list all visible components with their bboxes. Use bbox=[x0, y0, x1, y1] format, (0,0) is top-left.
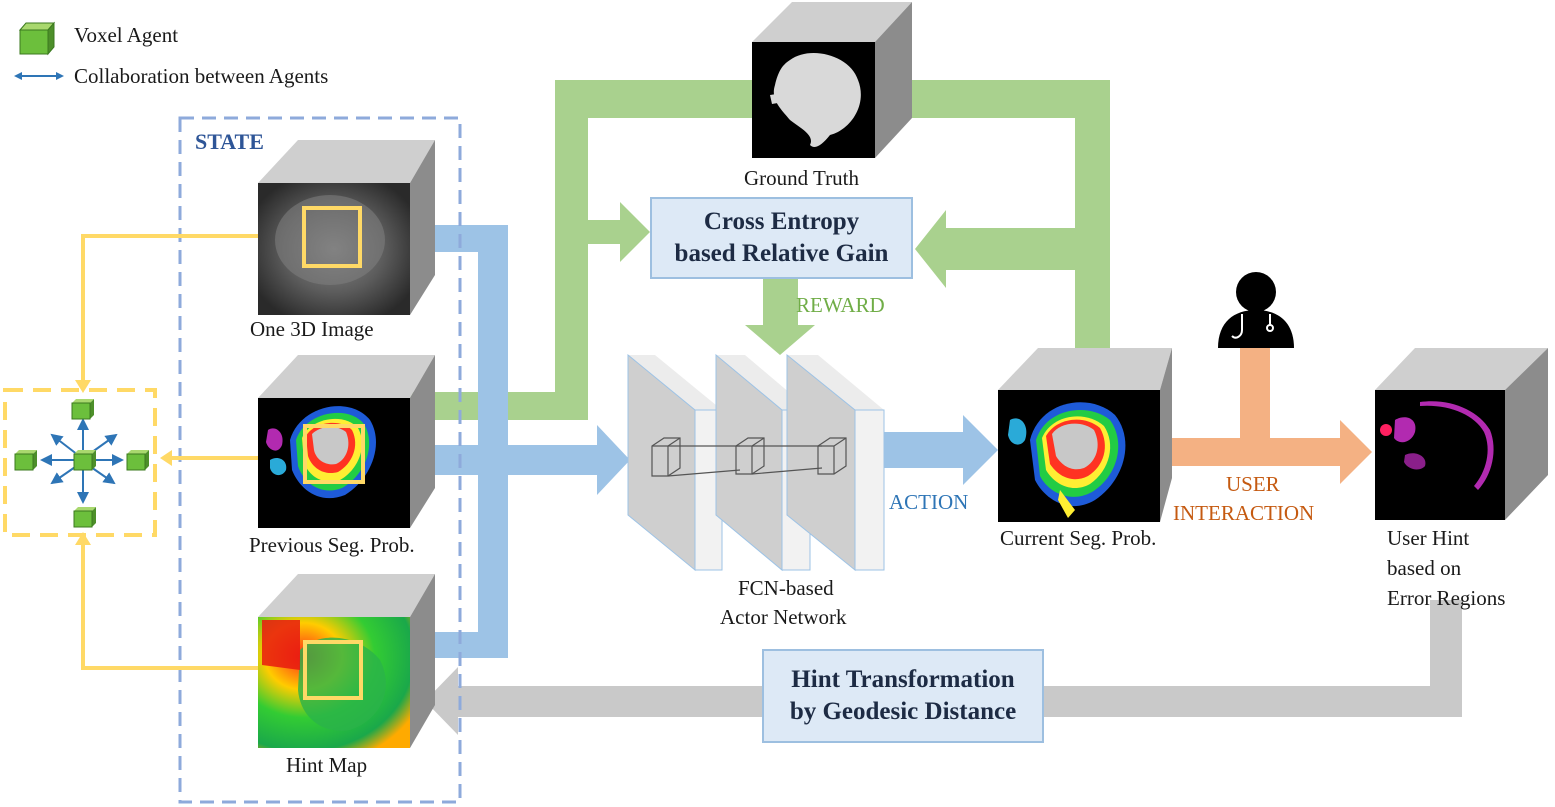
state-title: STATE bbox=[195, 129, 264, 154]
legend-voxel-agent-label: Voxel Agent bbox=[74, 23, 179, 47]
cube-ground-truth bbox=[752, 2, 912, 158]
cube-label-user-hint-line-3: Error Regions bbox=[1387, 586, 1506, 610]
flow-state-blue bbox=[410, 225, 508, 658]
connector-hint-to-agents bbox=[81, 540, 305, 670]
hint-transformation-line-1: Hint Transformation bbox=[791, 665, 1015, 693]
cube-user-hint bbox=[1375, 348, 1548, 520]
hint-transformation-box: Hint Transformation by Geodesic Distance bbox=[762, 649, 1044, 743]
cube-label-previous-seg-prob: Previous Seg. Prob. bbox=[249, 533, 415, 557]
network-label-line-2: Actor Network bbox=[720, 605, 847, 629]
cube-label-current-seg-prob: Current Seg. Prob. bbox=[1000, 526, 1157, 550]
user-interaction-label-line-1: USER bbox=[1226, 472, 1280, 496]
legend-voxel-agent-icon bbox=[18, 21, 56, 56]
flow-hint-transform bbox=[425, 600, 1462, 735]
flow-state-to-network bbox=[508, 425, 630, 495]
cube-previous-seg-prob bbox=[258, 355, 435, 528]
flow-action-arrow bbox=[882, 415, 998, 485]
agent-cube-left bbox=[14, 450, 37, 471]
agent-cube-right bbox=[126, 450, 149, 471]
reward-label: REWARD bbox=[796, 293, 885, 317]
doctor-icon bbox=[1218, 272, 1294, 348]
network-label-line-1: FCN-based bbox=[738, 576, 834, 600]
cube-label-ground-truth: Ground Truth bbox=[744, 166, 859, 190]
reward-function-box: Cross Entropy based Relative Gain bbox=[650, 197, 913, 279]
connector-arrowhead-top bbox=[75, 380, 91, 393]
reward-function-line-2: based Relative Gain bbox=[674, 240, 889, 267]
flow-user-interaction bbox=[1160, 345, 1372, 484]
cube-label-user-hint-line-2: based on bbox=[1387, 556, 1462, 580]
hint-transformation-line-2: by Geodesic Distance bbox=[789, 698, 1017, 725]
connector-arrowhead-mid bbox=[160, 450, 172, 466]
cube-hint-map bbox=[258, 574, 435, 748]
network-layer-1 bbox=[627, 353, 723, 572]
network-layer-3 bbox=[786, 353, 885, 572]
cube-one-3d-image bbox=[258, 140, 435, 315]
cube-label-user-hint-line-1: User Hint bbox=[1387, 526, 1470, 550]
connector-arrowhead-bottom bbox=[75, 532, 91, 545]
reward-function-line-1: Cross Entropy bbox=[703, 207, 860, 235]
flow-gt-to-reward-right bbox=[892, 80, 1110, 350]
agent-cube-center bbox=[73, 450, 96, 471]
connector-image-to-agents bbox=[81, 234, 305, 385]
cube-current-seg-prob bbox=[998, 348, 1172, 522]
agent-cube-bottom bbox=[73, 507, 96, 528]
cube-label-hint-map: Hint Map bbox=[286, 753, 368, 777]
legend-collaboration-icon bbox=[14, 72, 64, 80]
network-kernels bbox=[651, 437, 847, 477]
actor-network bbox=[627, 353, 885, 572]
cube-label-one-3d-image: One 3D Image bbox=[250, 317, 374, 341]
action-label: ACTION bbox=[889, 490, 969, 514]
agent-area-frame bbox=[3, 388, 157, 537]
user-interaction-label-line-2: INTERACTION bbox=[1173, 501, 1315, 525]
flow-green-left-column bbox=[555, 118, 588, 420]
legend-collaboration-label: Collaboration between Agents bbox=[74, 64, 329, 88]
flow-reward-arrow bbox=[745, 278, 815, 355]
agent-cube-top bbox=[71, 399, 94, 420]
